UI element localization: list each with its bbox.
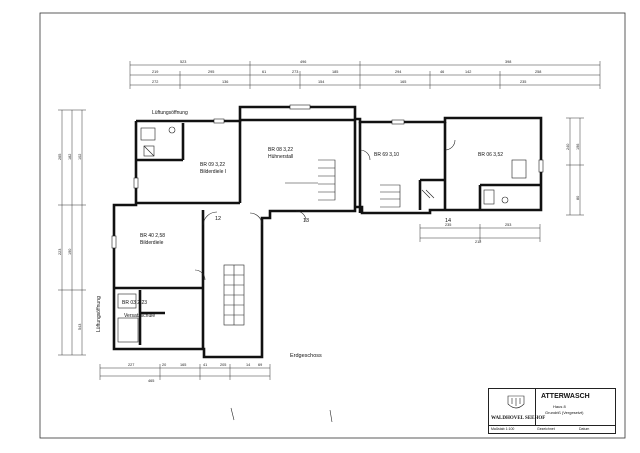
room-5-code: BR 40 2,58 xyxy=(140,233,166,239)
dim-bottom-4: 41 xyxy=(203,363,208,367)
dim-right-small-1: 235 xyxy=(445,223,452,227)
stair-number-14: 14 xyxy=(445,218,452,224)
dim-bottom-6: 14 xyxy=(246,363,251,367)
left-vertical-note: Lüftungsöffnung xyxy=(96,296,102,332)
dim-top-outer-1: 523 xyxy=(180,60,187,64)
floor-label: Erdgeschoss xyxy=(290,353,322,359)
dim-top-sub-3: 154 xyxy=(318,80,325,84)
dim-top-inner-6: 294 xyxy=(395,70,402,74)
dim-right-v-1: 240 xyxy=(566,143,570,150)
room-1-code: BR 09 3,22 xyxy=(200,162,226,168)
project-line-1: Haus 8 xyxy=(553,404,566,409)
footer-mid: Gezeichnet xyxy=(537,427,555,431)
dim-top-sub-4: 165 xyxy=(400,80,407,84)
sheet-border xyxy=(39,12,626,439)
dim-top-inner-9: 258 xyxy=(535,70,542,74)
company-name: WALDHOVEL SEEHOF xyxy=(491,416,546,421)
top-left-note: Lüftungsöffnung xyxy=(152,110,188,116)
dim-left-v-3: 102 xyxy=(78,153,82,160)
dim-top-sub-2: 136 xyxy=(222,80,229,84)
project-line-2: Grundriß (Vergesetzt) xyxy=(545,410,584,415)
dim-left-v-1: 265 xyxy=(58,153,62,160)
room-6-code: BR 03 2,23 xyxy=(122,300,148,306)
dim-left-v-6: 543 xyxy=(78,323,82,330)
footer-left: Maßstab 1:100 xyxy=(491,427,515,431)
dim-right-small-2: 253 xyxy=(505,223,512,227)
title-block: WALDHOVEL SEEHOF ATTERWASCH Haus 8 Grund… xyxy=(488,388,616,434)
stair-number-12: 12 xyxy=(215,216,222,222)
dim-top-outer-3: 398 xyxy=(505,60,512,64)
dim-top-inner-4: 273 xyxy=(292,70,299,74)
dim-top-outer-2: 496 xyxy=(300,60,307,64)
project-name: ATTERWASCH xyxy=(541,393,590,400)
dim-left-v-2: 182 xyxy=(68,153,72,160)
dim-bottom-7: 69 xyxy=(258,363,263,367)
dim-top-inner-3: 61 xyxy=(262,70,267,74)
footer-right: Datum xyxy=(579,427,590,431)
dim-right-v-3: 80 xyxy=(576,195,580,200)
dim-bottom-5: 205 xyxy=(220,363,227,367)
room-2-name: Hühnerstall xyxy=(268,154,294,160)
dim-bottom-3: 165 xyxy=(180,363,187,367)
dim-top-inner-8: 142 xyxy=(465,70,472,74)
room-2-code: BR 08 3,22 xyxy=(268,147,294,153)
dim-right-small-3: 212 xyxy=(475,240,482,244)
dim-top-inner-2: 295 xyxy=(208,70,215,74)
room-4-code: BR 06 3,52 xyxy=(478,152,504,158)
dim-bottom-2: 20 xyxy=(162,363,167,367)
dim-left-v-4: 223 xyxy=(58,248,62,255)
room-5-name: Bilderdiele xyxy=(140,240,164,246)
dim-bottom-total: 465 xyxy=(148,379,155,383)
room-6-name: Versatzschule xyxy=(124,313,156,319)
details xyxy=(111,104,544,423)
dim-right-v-2: 196 xyxy=(576,143,580,150)
dim-left-v-5: 190 xyxy=(68,248,72,255)
dim-top-inner-1: 219 xyxy=(152,70,159,74)
walls xyxy=(112,105,543,359)
room-3-code: BR 69 3,10 xyxy=(374,152,400,158)
dim-bottom-1: 227 xyxy=(128,363,135,367)
dim-top-inner-5: 185 xyxy=(332,70,339,74)
dim-top-sub-5: 235 xyxy=(520,80,527,84)
company-crest-icon xyxy=(507,395,525,409)
dim-top-sub-1: 272 xyxy=(152,80,159,84)
room-1-name: Bilderdiele I xyxy=(200,169,227,175)
dimension-lines xyxy=(58,61,601,380)
dim-top-inner-7: 46 xyxy=(440,70,445,74)
stair-number-13: 13 xyxy=(303,218,310,224)
